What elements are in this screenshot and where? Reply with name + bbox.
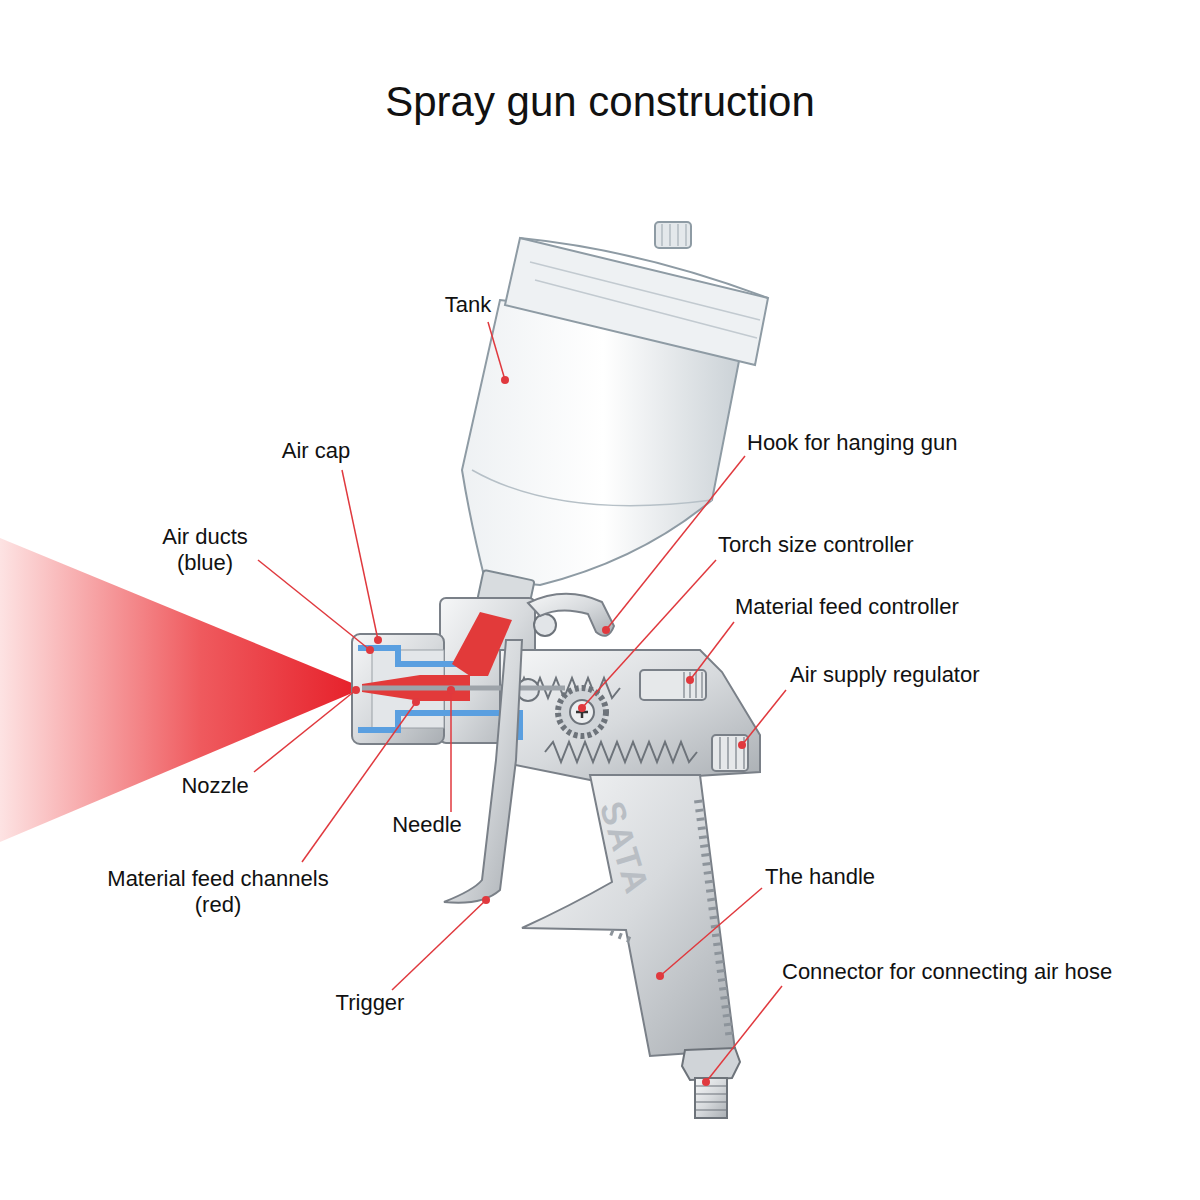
part-label: The handle bbox=[765, 864, 1025, 890]
handle bbox=[522, 775, 735, 1056]
leader-lines bbox=[450, 690, 452, 812]
leader-lines bbox=[392, 900, 486, 990]
spray-cone bbox=[0, 538, 364, 842]
gun-body bbox=[534, 614, 556, 636]
leader-dots bbox=[366, 646, 374, 654]
part-label: Material feed channels (red) bbox=[83, 866, 353, 918]
leader-dots bbox=[501, 376, 509, 384]
spray-cone bbox=[0, 538, 364, 842]
part-label: Tank bbox=[418, 292, 518, 318]
leader-dots bbox=[352, 376, 746, 1086]
part-label: Air ducts (blue) bbox=[150, 524, 260, 576]
gun-body bbox=[545, 742, 697, 762]
leader-dots bbox=[602, 626, 610, 634]
part-label: Connector for connecting air hose bbox=[782, 959, 1197, 985]
leader-lines bbox=[742, 690, 786, 745]
leader-dots bbox=[412, 698, 420, 706]
tank-cup bbox=[662, 224, 686, 246]
part-label: Needle bbox=[367, 812, 487, 838]
part-label: Trigger bbox=[310, 990, 430, 1016]
leader-lines bbox=[258, 560, 370, 650]
hanging-hook bbox=[528, 594, 614, 636]
leader-dots bbox=[447, 686, 455, 694]
part-label: Material feed controller bbox=[735, 594, 1065, 620]
handle bbox=[522, 775, 735, 1056]
diagram-title: Spray gun construction bbox=[0, 76, 1200, 128]
leader-lines bbox=[488, 322, 505, 380]
hanging-hook bbox=[528, 594, 614, 636]
tank-cup bbox=[472, 470, 712, 506]
part-label: Air supply regulator bbox=[790, 662, 1090, 688]
gun-body bbox=[640, 670, 706, 700]
leader-lines bbox=[254, 322, 786, 1082]
gun-body bbox=[570, 700, 594, 724]
leader-dots bbox=[702, 1078, 710, 1086]
leader-lines bbox=[582, 560, 716, 708]
leader-lines bbox=[706, 986, 782, 1082]
leader-lines bbox=[254, 690, 356, 772]
tank-cup bbox=[520, 238, 768, 298]
tank-cup bbox=[530, 262, 760, 338]
part-label: Hook for hanging gun bbox=[747, 430, 1047, 456]
air-hose-connector bbox=[695, 1078, 727, 1118]
trigger bbox=[444, 640, 522, 903]
gun-body bbox=[712, 735, 748, 771]
air-ducts bbox=[358, 648, 470, 664]
gun-body bbox=[558, 688, 606, 736]
leader-dots bbox=[738, 741, 746, 749]
leader-dots bbox=[352, 686, 360, 694]
leader-dots bbox=[374, 636, 382, 644]
leader-dots bbox=[686, 676, 694, 684]
leader-lines bbox=[342, 470, 378, 640]
part-label: Torch size controller bbox=[718, 532, 1018, 558]
material-channels bbox=[362, 686, 565, 691]
air-hose-connector bbox=[682, 1048, 740, 1118]
leader-dots bbox=[482, 896, 490, 904]
leader-dots bbox=[578, 704, 586, 712]
handle bbox=[605, 930, 630, 940]
air-ducts bbox=[358, 713, 520, 740]
leader-lines bbox=[690, 622, 734, 680]
material-channels bbox=[362, 612, 565, 701]
tank-cup bbox=[505, 238, 768, 365]
part-label: Air cap bbox=[256, 438, 376, 464]
part-label: Nozzle bbox=[155, 773, 275, 799]
leader-lines bbox=[660, 888, 762, 976]
tank-cup bbox=[655, 222, 691, 248]
air-hose-connector bbox=[695, 1086, 727, 1110]
gun-body bbox=[500, 650, 760, 782]
leader-lines bbox=[302, 702, 416, 862]
trigger bbox=[444, 640, 522, 903]
leader-dots bbox=[656, 972, 664, 980]
